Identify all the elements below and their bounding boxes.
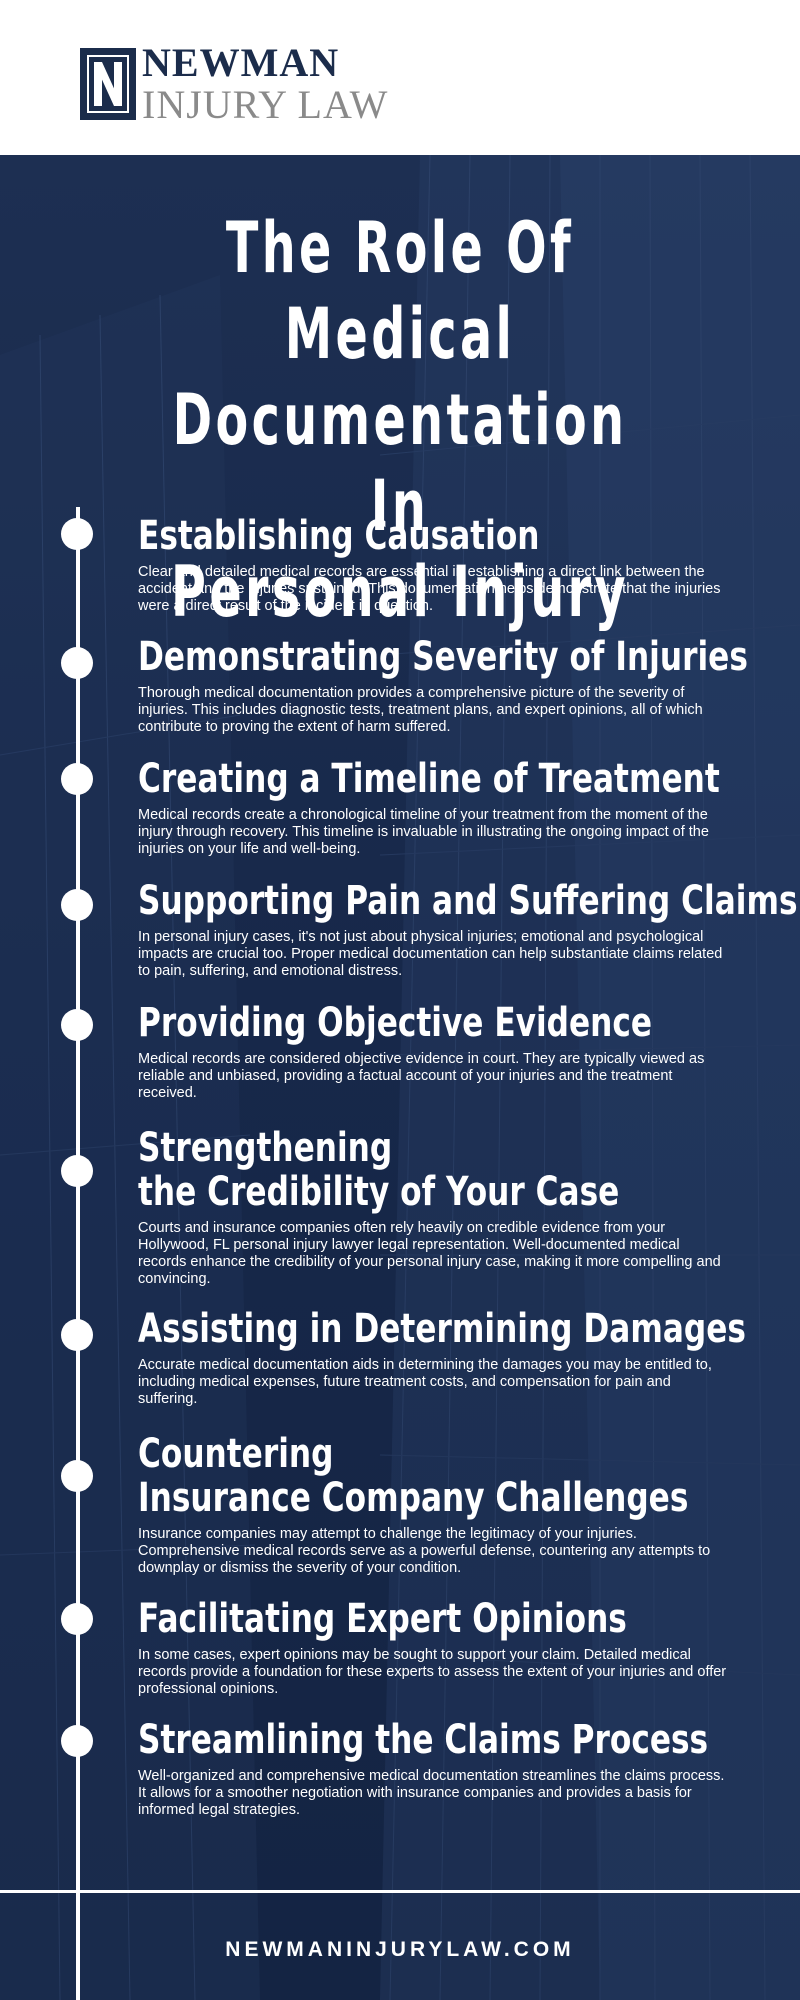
item-title: Establishing Causation [138, 513, 540, 559]
item-title-line-1: Strengthening [138, 1125, 393, 1171]
item-title: Supporting Pain and Suffering Claims [138, 878, 798, 924]
item-text: Insurance companies may attempt to chall… [138, 1526, 711, 1576]
item-title: Demonstrating Severity of Injuries [138, 634, 748, 680]
item-text: Well-organized and comprehensive medical… [138, 1768, 725, 1818]
item-title-line-2: Insurance Company Challenges [138, 1475, 689, 1521]
timeline-line [76, 507, 80, 2000]
page-title: The Role Of Medical Documentation In Per… [155, 205, 645, 635]
timeline-dot [61, 1460, 93, 1492]
footer-divider [0, 1890, 800, 1893]
timeline-dot [61, 763, 93, 795]
header: NEWMAN INJURY LAW [0, 0, 800, 155]
item-text: Medical records are considered objective… [138, 1051, 705, 1101]
logo-wordmark: NEWMAN INJURY LAW [142, 43, 388, 125]
item-text: Clear and detailed medical records are e… [138, 564, 721, 614]
list-item: Assisting in Determining Damages Accurat… [138, 1306, 746, 1408]
item-text: In personal injury cases, it's not just … [138, 929, 723, 979]
item-title: Facilitating Expert Opinions [138, 1596, 627, 1642]
list-item: Demonstrating Severity of Injuries Thoro… [138, 634, 748, 736]
timeline-dot [61, 1725, 93, 1757]
logo-line-2: INJURY LAW [142, 82, 389, 127]
list-item: Supporting Pain and Suffering Claims In … [138, 878, 798, 980]
main-panel: The Role Of Medical Documentation In Per… [0, 155, 800, 2000]
item-text: Medical records create a chronological t… [138, 807, 709, 857]
item-title-line-2: the Credibility of Your Case [138, 1169, 620, 1215]
timeline-dot [61, 647, 93, 679]
list-item: Creating a Timeline of Treatment Medical… [138, 757, 728, 858]
footer-website-link[interactable]: NEWMANINJURYLAW.COM [225, 1938, 575, 1961]
list-item: Facilitating Expert Opinions In some cas… [138, 1597, 728, 1698]
list-item: Establishing Causation Clear and detaile… [138, 514, 728, 615]
list-item: Streamlining the Claims Process Well-org… [138, 1718, 728, 1819]
item-title: Assisting in Determining Damages [138, 1306, 746, 1352]
item-title-line-1: Countering [138, 1431, 334, 1477]
logo-line-1: NEWMAN [142, 40, 340, 85]
item-text: Accurate medical documentation aids in d… [138, 1357, 712, 1407]
timeline-dot [61, 889, 93, 921]
timeline-dot [61, 1319, 93, 1351]
timeline-dot [61, 1155, 93, 1187]
title-line-3: Personal Injury [171, 551, 629, 633]
item-title: Streamlining the Claims Process [138, 1717, 709, 1763]
timeline-dot [61, 1603, 93, 1635]
item-title: Creating a Timeline of Treatment [138, 756, 720, 802]
list-item: Providing Objective Evidence Medical rec… [138, 1001, 728, 1102]
list-item: Strengthening the Credibility of Your Ca… [138, 1126, 728, 1288]
timeline-dot [61, 518, 93, 550]
item-text: Courts and insurance companies often rel… [138, 1220, 721, 1287]
logo[interactable]: NEWMAN INJURY LAW [80, 43, 388, 125]
newman-n-monogram-icon [80, 48, 136, 120]
item-text: In some cases, expert opinions may be so… [138, 1647, 727, 1697]
item-title: Providing Objective Evidence [138, 1000, 653, 1046]
title-line-2: Documentation In [172, 379, 628, 547]
item-text: Thorough medical documentation provides … [138, 685, 703, 735]
timeline-dot [61, 1009, 93, 1041]
title-line-1: The Role Of Medical [225, 207, 575, 375]
list-item: Countering Insurance Company Challenges … [138, 1432, 728, 1577]
skyscraper-background-image [0, 155, 800, 2000]
